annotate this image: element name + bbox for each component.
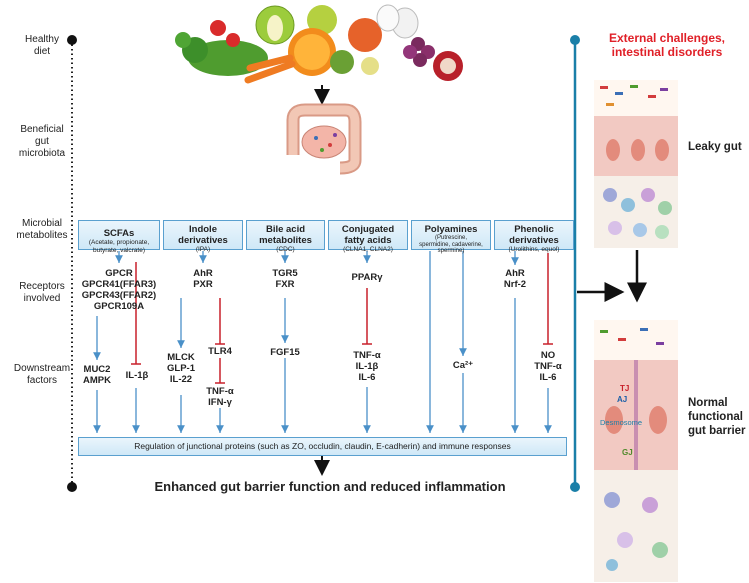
metabolite-to-receptor-arrows — [93, 251, 552, 433]
metabolite-subtitle: (IPA) — [195, 246, 211, 253]
downstream-polyamine: Ca²⁺ — [452, 360, 474, 371]
metabolite-box-indole: Indole derivatives (IPA) — [163, 220, 243, 253]
metabolite-subtitle: (Urolithins, equol) — [508, 246, 560, 253]
receptor-fatty: PPARγ — [351, 272, 383, 283]
metabolite-title: Conjugated fatty acids — [341, 224, 395, 246]
metabolite-title: Indole derivatives — [178, 224, 228, 246]
downstream-fatty: TNF-α IL-1β IL-6 — [353, 350, 381, 383]
label-receptors-involved: Receptors involved — [19, 281, 65, 304]
receptor-phenolic: AhR Nrf-2 — [503, 268, 527, 290]
leaky-gut-illustration — [594, 80, 678, 248]
normal-barrier-label: Normal functional gut barrier — [688, 397, 746, 437]
intestine-illustration — [286, 103, 362, 175]
tj-label: TJ — [620, 384, 630, 393]
metabolite-box-phenolic: Phenolic derivatives (Urolithins, equol) — [494, 220, 574, 253]
metabolite-subtitle: (Putrescine, spermidine, cadaverine, spe… — [419, 235, 483, 254]
receptor-scfa: GPCR GPCR41(FFAR3) GPCR43(FFAR2) GPCR109… — [81, 268, 157, 312]
receptor-bile: TGR5 FXR — [272, 268, 298, 290]
downstream-scfa-left: MUC2 AMPK — [83, 364, 111, 386]
downstream-indole-left: MLCK GLP-1 IL-22 — [167, 352, 195, 385]
metabolite-box-bile-acid: Bile acid metabolites (CDC) — [246, 220, 325, 253]
normal-barrier-illustration — [594, 320, 678, 582]
external-challenges-title: External challenges, intestinal disorder… — [608, 31, 726, 59]
metabolite-title: Phenolic derivatives — [509, 224, 559, 246]
metabolite-subtitle: (Acetate, propionate, butyrate, valcrate… — [88, 239, 150, 254]
metabolite-box-scfas: SCFAs (Acetate, propionate, butyrate, va… — [78, 220, 160, 254]
label-microbial-metabolites: Microbial metabolites — [16, 218, 68, 241]
receptor-indole: AhR PXR — [193, 268, 213, 290]
desmosome-label: Desmosome — [600, 418, 643, 427]
metabolite-title: Bile acid metabolites — [259, 224, 312, 246]
regulation-box: Regulation of junctional proteins (such … — [78, 437, 567, 456]
inhibition-lines — [131, 253, 553, 384]
outcome-text: Enhanced gut barrier function and reduce… — [154, 479, 506, 494]
right-timeline — [570, 35, 580, 492]
metabolite-box-polyamines: Polyamines (Putrescine, spermidine, cada… — [411, 220, 491, 254]
metabolite-title: Polyamines — [424, 224, 478, 235]
label-downstream-factors: Downstream factors — [13, 363, 71, 386]
metabolite-title: SCFAs — [103, 228, 135, 239]
downstream-indole-tlr4: TLR4 — [208, 346, 232, 357]
metabolite-box-fatty-acids: Conjugated fatty acids (CLNA1, CLNA2) — [328, 220, 408, 253]
label-healthy-diet: Healthy diet — [25, 34, 59, 57]
metabolite-subtitle: (CDC) — [276, 246, 295, 253]
gj-label: GJ — [622, 448, 633, 457]
downstream-scfa-right: IL-1β — [125, 370, 149, 381]
label-beneficial-microbiota: Beneficial gut microbiota — [18, 124, 66, 159]
aj-label: AJ — [617, 395, 628, 404]
metabolite-subtitle: (CLNA1, CLNA2) — [343, 246, 393, 253]
downstream-phenolic: NO TNF-α IL-6 — [534, 350, 562, 383]
downstream-bile: FGF15 — [270, 347, 300, 358]
downstream-indole-right: TNF-α IFN-γ — [206, 386, 234, 408]
left-timeline — [67, 35, 77, 492]
healthy-food-illustration — [175, 4, 463, 84]
leaky-gut-label: Leaky gut — [688, 141, 742, 153]
